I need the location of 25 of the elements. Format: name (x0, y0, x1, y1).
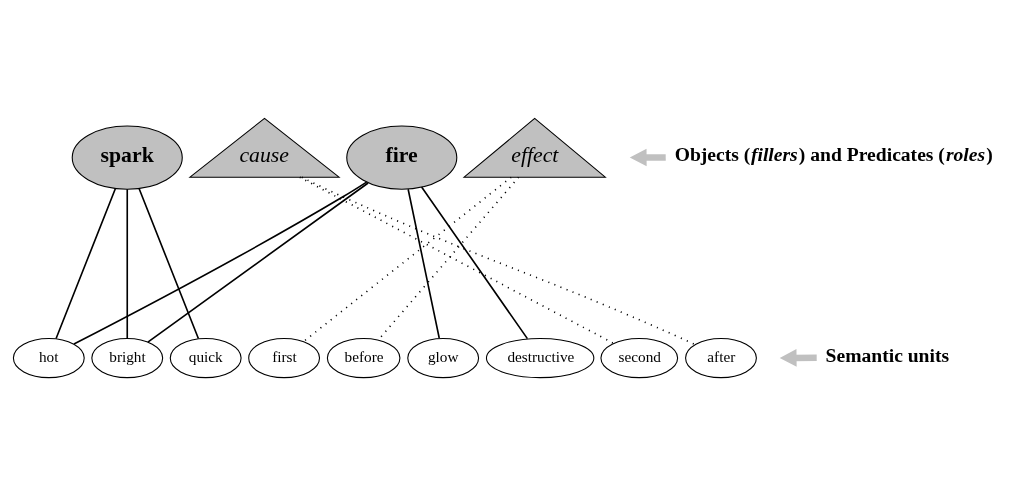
node-ellipse: destructive (485, 337, 594, 378)
connector (406, 187, 440, 339)
node-ellipse: before (326, 337, 400, 378)
node-ellipse: bright (90, 337, 163, 378)
arrow (629, 148, 666, 166)
connector (300, 176, 696, 345)
connector (72, 180, 367, 345)
node-ellipse: quick (169, 337, 242, 378)
node-text: Objects (fillers) and Predicates (roles) (674, 143, 993, 165)
node-ellipse: spark (71, 124, 183, 190)
connector (125, 187, 128, 339)
node-ellipse: glow (406, 337, 479, 378)
node-ellipse: after (684, 337, 757, 378)
connector (302, 176, 512, 342)
connector (146, 181, 369, 343)
connector (298, 176, 614, 344)
connector (420, 185, 528, 339)
connector (54, 187, 116, 339)
node-text: Semantic units (825, 344, 949, 366)
node-ellipse: second (599, 337, 678, 378)
node-ellipse: hot (12, 337, 85, 378)
arrow (779, 348, 817, 367)
node-ellipse: first (247, 337, 320, 378)
connector (137, 187, 199, 339)
node-ellipse: fire (345, 124, 457, 190)
